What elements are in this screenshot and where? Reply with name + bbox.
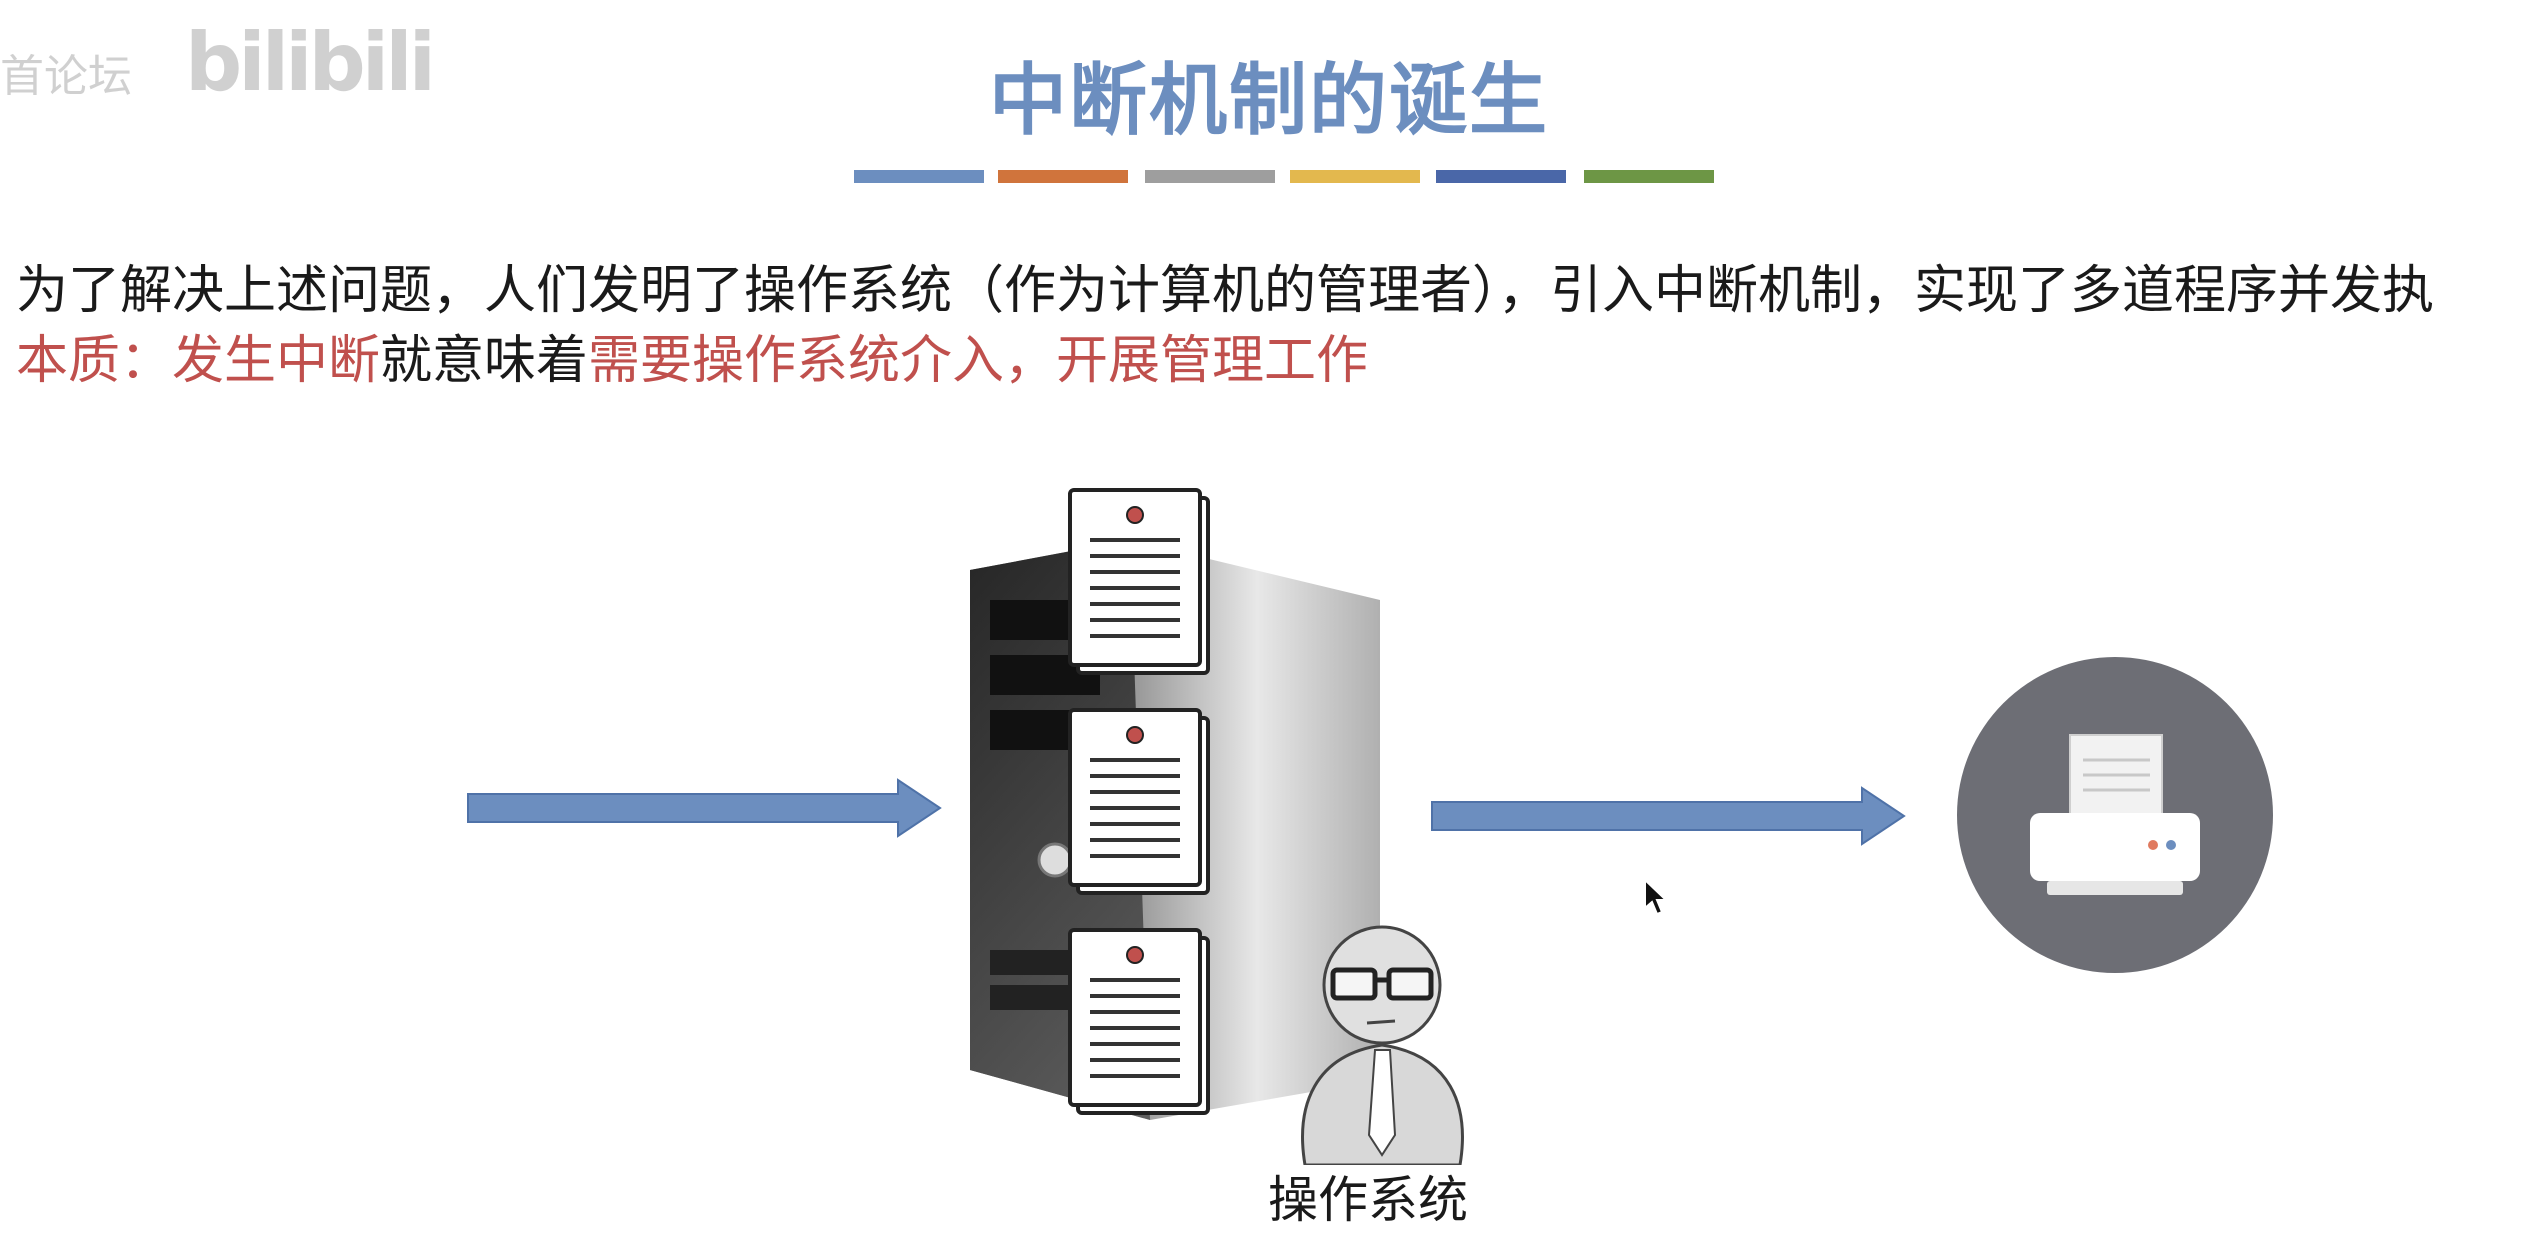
server-tower-icon xyxy=(970,488,1380,1120)
os-person-icon xyxy=(1301,925,1464,1165)
essence-label: 本质：发生中断 xyxy=(16,331,381,391)
title-color-bar-1 xyxy=(854,170,984,183)
body-text-line-1: 为了解决上述问题，人们发明了操作系统（作为计算机的管理者），引入中断机制，实现了… xyxy=(16,261,2435,321)
input-arrow-icon xyxy=(467,778,942,838)
os-label: 操作系统 xyxy=(1268,1171,1468,1229)
document-icon xyxy=(1068,488,1210,675)
slide-title: 中断机制的诞生 xyxy=(988,56,1549,146)
title-color-bar-6 xyxy=(1584,170,1714,183)
bilibili-logo: bilibili xyxy=(185,16,436,109)
document-icon xyxy=(1068,708,1210,895)
document-icon xyxy=(1068,928,1210,1115)
title-color-bar-3 xyxy=(1145,170,1275,183)
watermark-text: 首论坛 xyxy=(0,51,132,102)
output-arrow-icon xyxy=(1431,786,1906,846)
printer-icon xyxy=(1957,657,2273,973)
title-color-bar-4 xyxy=(1290,170,1420,183)
title-color-bar-5 xyxy=(1436,170,1566,183)
body-text-line-2: 本质：发生中断就意味着需要操作系统介入，开展管理工作 xyxy=(16,318,1368,393)
essence-connector: 就意味着 xyxy=(380,331,589,391)
title-color-bar-2 xyxy=(998,170,1128,183)
mouse-cursor-icon xyxy=(1644,878,1669,916)
bilibili-watermark: 首论坛 bilibili xyxy=(0,10,436,109)
essence-text: 需要操作系统介入，开展管理工作 xyxy=(588,331,1369,391)
